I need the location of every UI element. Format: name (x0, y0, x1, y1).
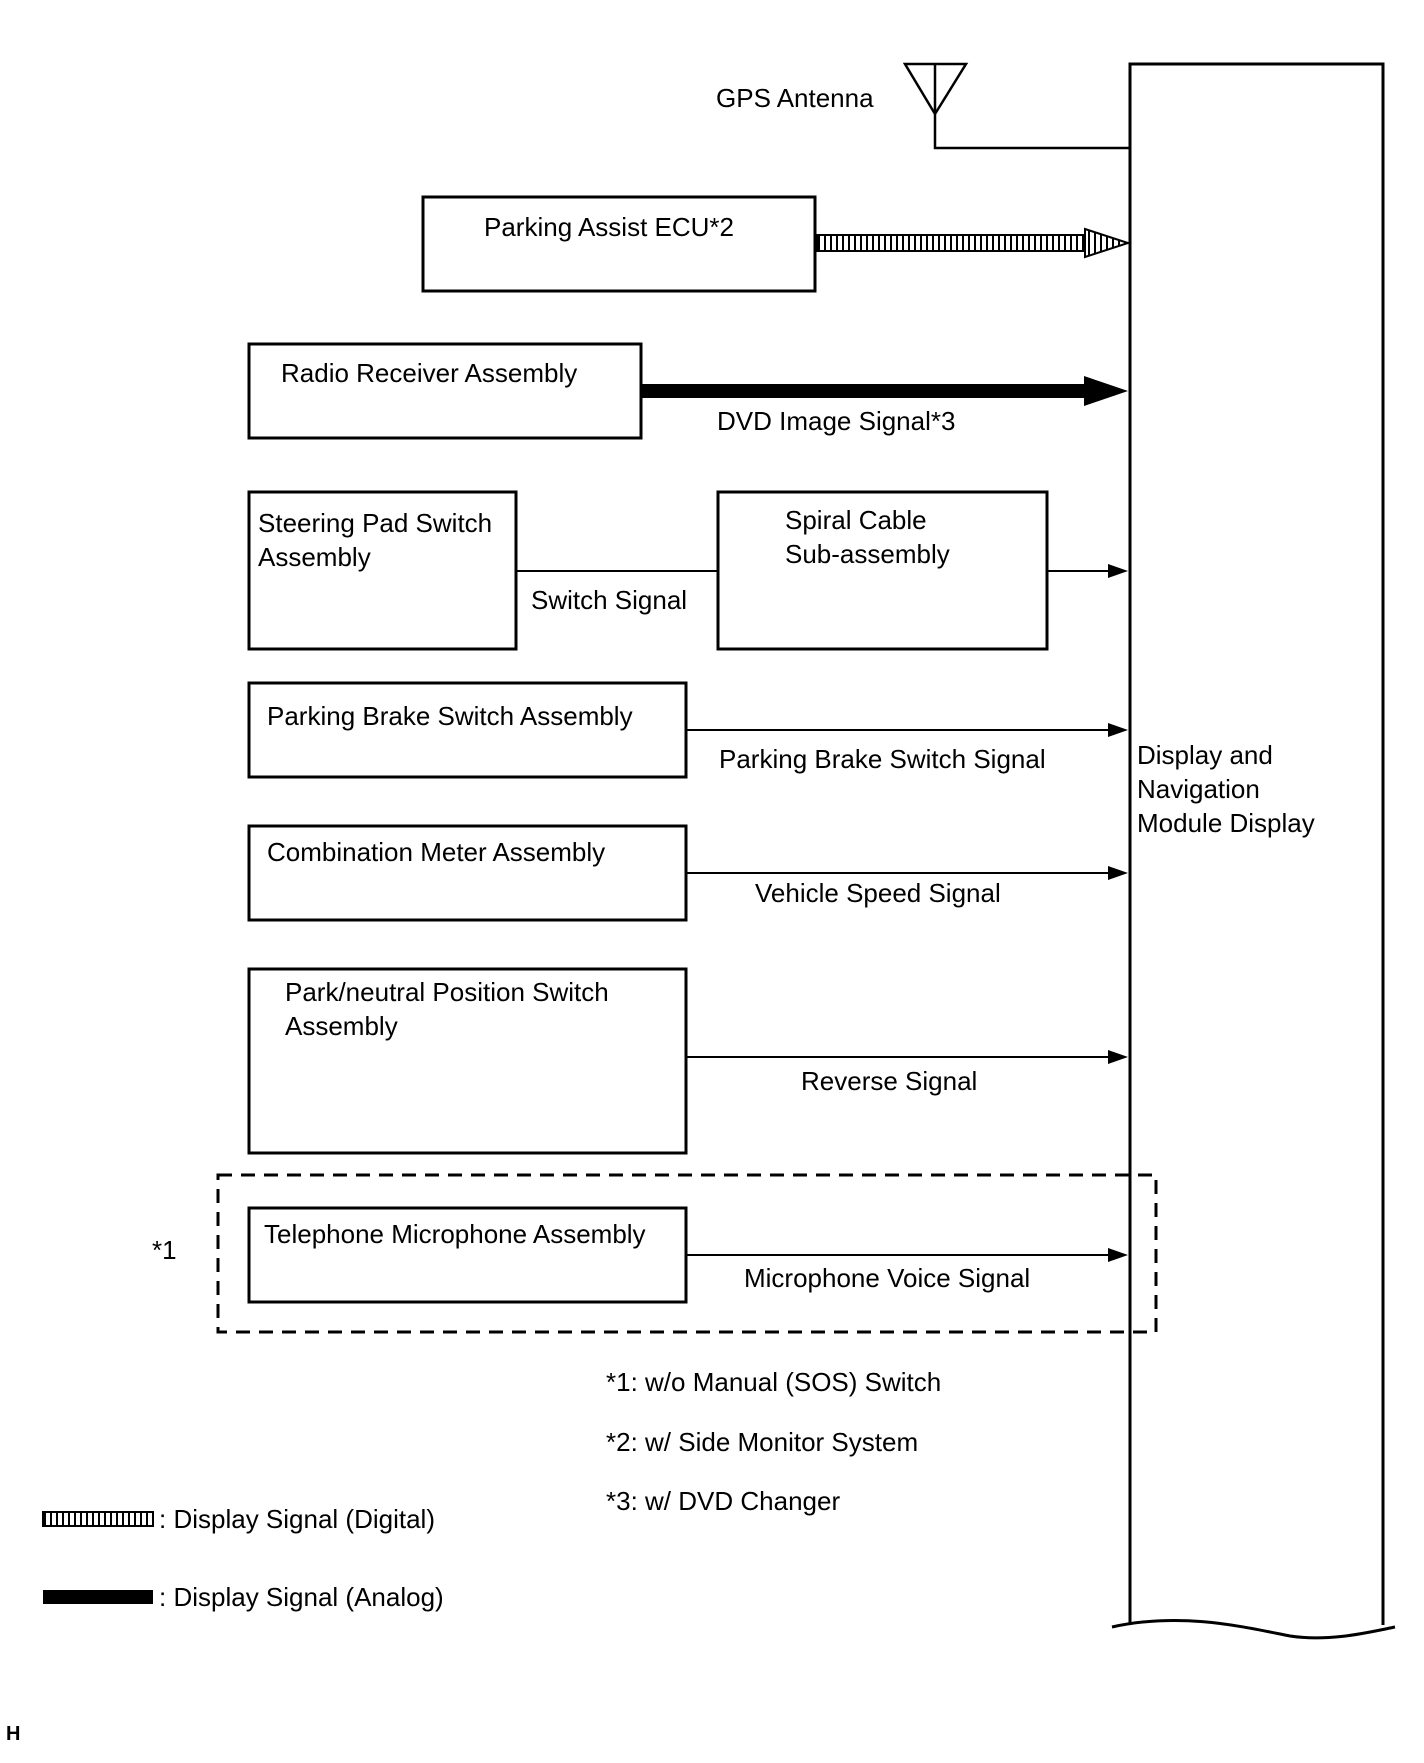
footnote-1: *1: w/o Manual (SOS) Switch (606, 1367, 941, 1397)
telephone-microphone-label: Telephone Microphone Assembly (264, 1219, 646, 1249)
gps-antenna-icon (902, 62, 1130, 150)
analog-signal-arrowhead (1084, 376, 1128, 406)
reverse-signal-label: Reverse Signal (801, 1066, 977, 1096)
digital-signal-bus (816, 234, 1086, 252)
parking-assist-ecu-box (421, 195, 817, 293)
legend-digital-label: : Display Signal (Digital) (159, 1504, 435, 1534)
park-neutral-switch-label: Park/neutral Position Switch Assembly (285, 977, 616, 1041)
footnote-3: *3: w/ DVD Changer (606, 1486, 840, 1516)
gps-antenna-label: GPS Antenna (716, 83, 874, 113)
optional-group-dashed-frame (216, 1173, 1158, 1334)
legend-digital-swatch (42, 1511, 154, 1527)
parking-brake-arrowhead (1108, 723, 1128, 737)
combination-meter-label: Combination Meter Assembly (267, 837, 605, 867)
analog-signal-bus (641, 384, 1084, 398)
display-navigation-block-outline (1128, 62, 1385, 1625)
dvd-image-signal-label: DVD Image Signal*3 (717, 406, 955, 436)
park-neutral-switch-box (247, 967, 688, 1155)
vehicle-speed-signal-label: Vehicle Speed Signal (755, 878, 1001, 908)
switch-signal-label: Switch Signal (531, 585, 687, 615)
legend-analog-label: : Display Signal (Analog) (159, 1582, 444, 1612)
parking-assist-ecu-label: Parking Assist ECU*2 (484, 212, 734, 242)
footnote-2: *2: w/ Side Monitor System (606, 1427, 918, 1457)
microphone-voice-arrowhead (1108, 1248, 1128, 1262)
spiral-cable-label: Spiral Cable Sub-assembly (785, 505, 950, 569)
steering-pad-switch-label: Steering Pad Switch Assembly (258, 508, 499, 572)
parking-brake-signal-label: Parking Brake Switch Signal (719, 744, 1046, 774)
corner-mark: H (6, 1723, 20, 1745)
reverse-signal-arrowhead (1108, 1050, 1128, 1064)
legend-analog-swatch (43, 1590, 153, 1604)
radio-receiver-label: Radio Receiver Assembly (281, 358, 577, 388)
display-navigation-block-break (1111, 1618, 1396, 1640)
parking-brake-switch-label: Parking Brake Switch Assembly (267, 701, 633, 731)
microphone-voice-signal-label: Microphone Voice Signal (744, 1263, 1030, 1293)
digital-signal-arrowhead (1084, 227, 1132, 259)
optional-group-marker: *1 (152, 1235, 177, 1265)
vehicle-speed-arrowhead (1108, 866, 1128, 880)
spiral-cable-arrowhead (1108, 564, 1128, 578)
display-navigation-label: Display and Navigation Module Display (1137, 740, 1315, 838)
